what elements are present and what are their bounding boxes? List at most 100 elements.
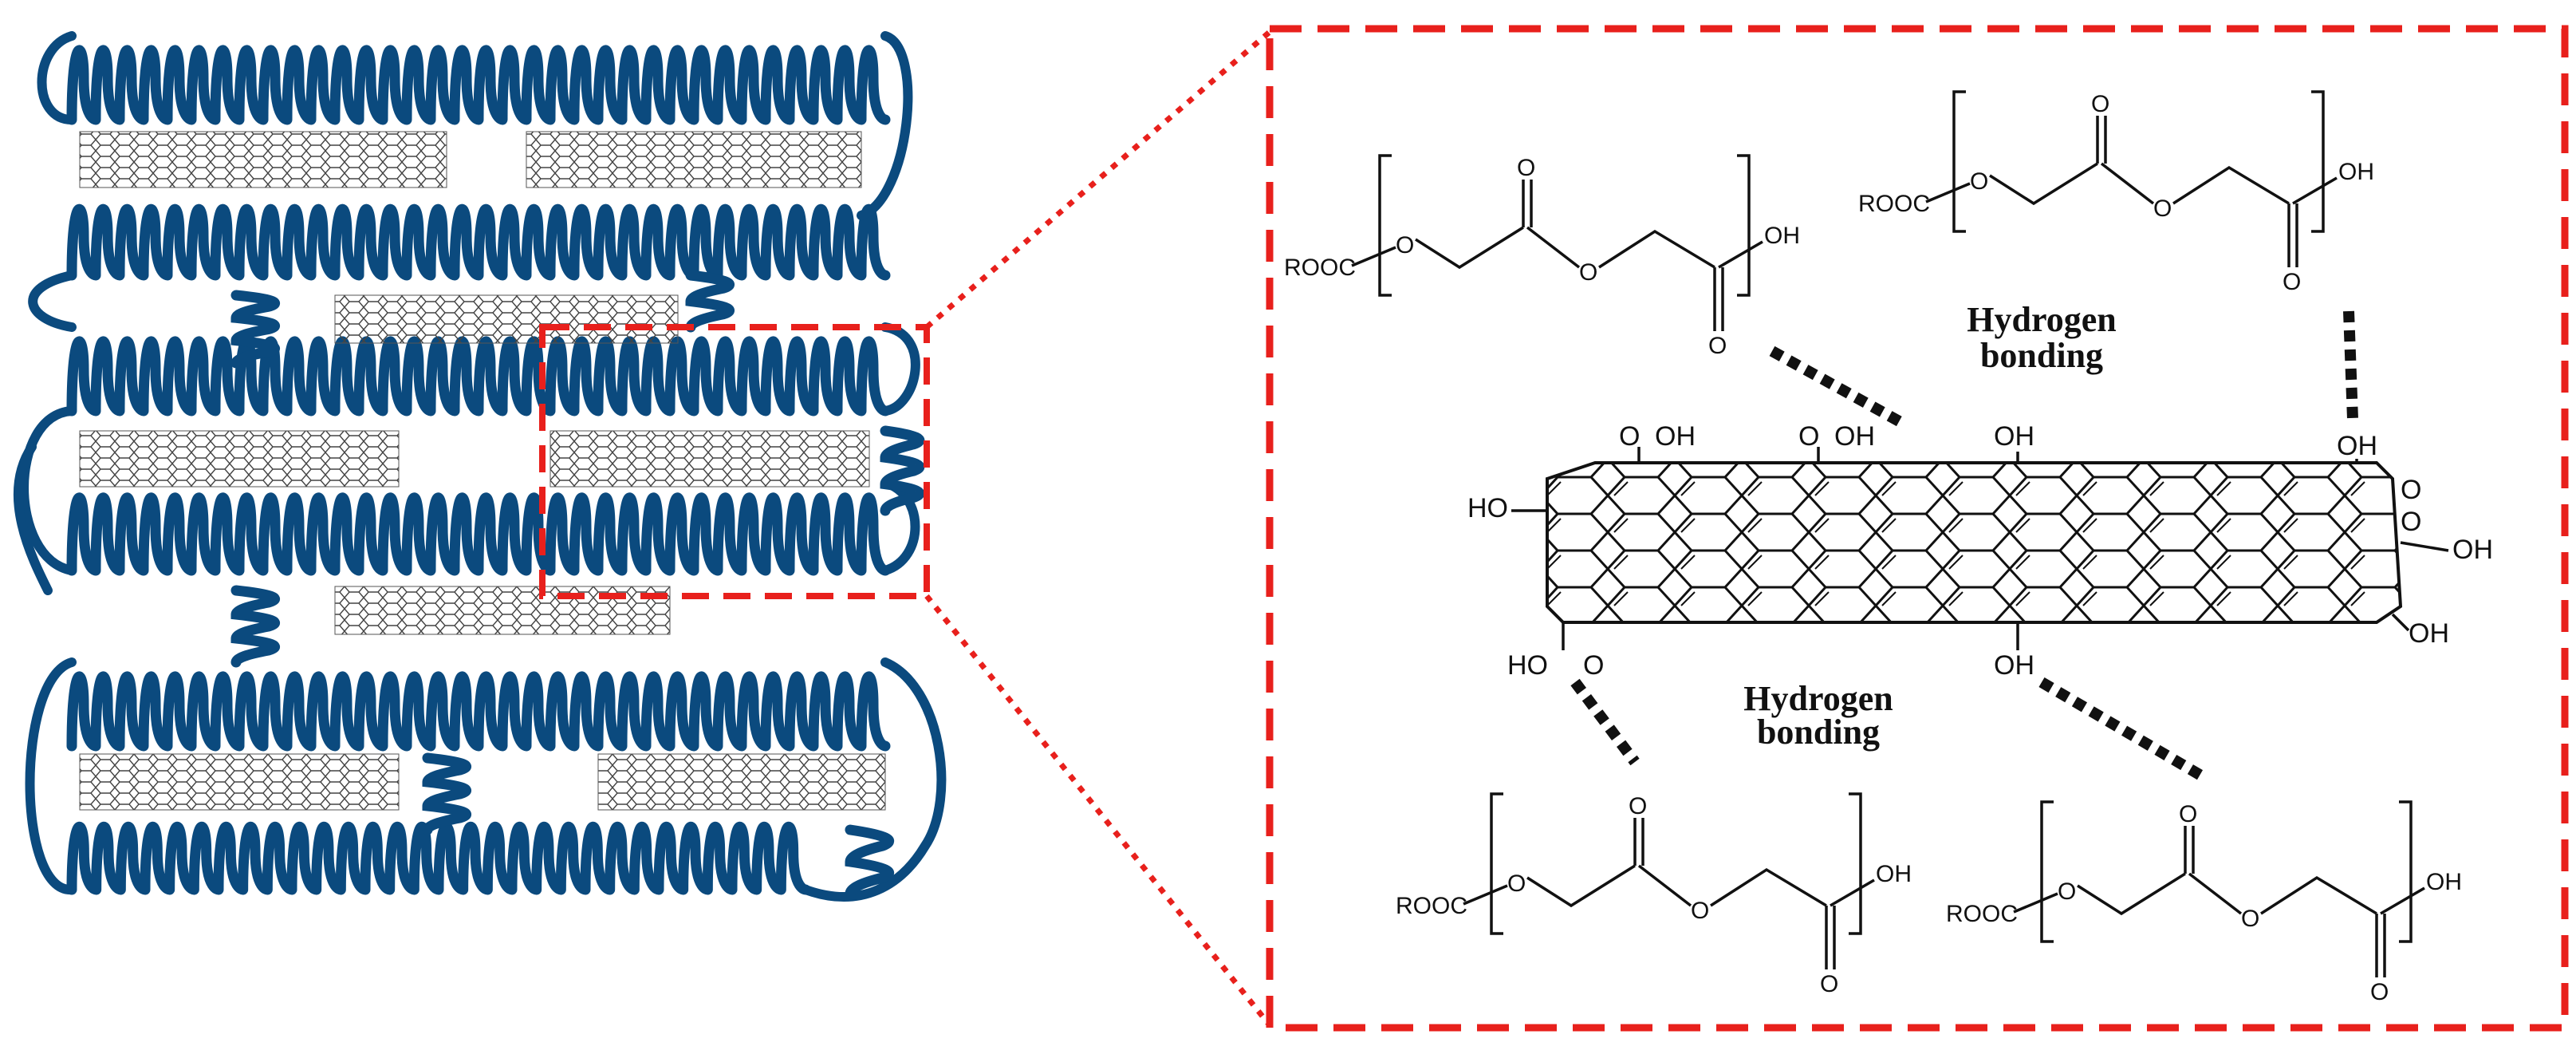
oxygen-label: O xyxy=(1970,168,1988,195)
go-carbonyl-label: O xyxy=(1583,650,1604,681)
polymer-chains xyxy=(13,31,947,902)
bond-line xyxy=(2172,165,2290,205)
polymer-coil-row xyxy=(66,203,891,281)
bond-line xyxy=(1378,154,1392,297)
carbonyl-oxygen-label: O xyxy=(1629,793,1647,819)
graphene-oxide-sheet xyxy=(79,753,400,811)
go-hydroxyl-label: OH xyxy=(2409,618,2449,649)
bond-line xyxy=(1463,884,1508,906)
hydroxyl-label: OH xyxy=(2426,869,2462,895)
bond-line xyxy=(2400,541,2449,552)
graphene-oxide-sheet xyxy=(526,131,862,188)
polymer-loop xyxy=(25,657,77,895)
bond-line xyxy=(1490,792,1503,935)
hydrogen-bond-dash xyxy=(2038,677,2208,784)
hydrogen-bonding-label: bonding xyxy=(1980,336,2103,375)
graphene-oxide-sheet xyxy=(549,430,870,488)
bond-line xyxy=(1718,240,1763,269)
hydrogen-bonding-label: Hydrogen xyxy=(1743,679,1893,718)
ester-oxygen-label: O xyxy=(2241,906,2259,932)
bond-line xyxy=(1526,864,1636,908)
polymer-loop xyxy=(19,406,77,575)
bond-line xyxy=(1952,90,1966,233)
hydrogen-bond-dash xyxy=(1769,345,1905,428)
ester-oxygen-label: O xyxy=(1691,898,1709,924)
bond-line xyxy=(2380,886,2425,915)
polymer-loop xyxy=(880,322,920,416)
hydroxyl-label: OH xyxy=(1764,223,1800,249)
polymer-loop xyxy=(37,31,77,124)
carbonyl-oxygen-label: O xyxy=(1820,971,1838,997)
go-hydroxyl-label: OH xyxy=(1994,421,2034,452)
oxygen-label: O xyxy=(1507,871,1526,897)
ester-oxygen-label: O xyxy=(1579,259,1597,286)
graphene-oxide-sheet xyxy=(334,294,679,344)
bond-line xyxy=(2399,800,2413,943)
bond-line xyxy=(1925,182,1971,203)
bond-line xyxy=(2260,875,2377,915)
polymer-coil-row xyxy=(66,821,811,895)
hydrogen-bonding-label: bonding xyxy=(1757,713,1880,752)
carbonyl-oxygen-label: O xyxy=(2091,91,2109,117)
polymer-coil-row xyxy=(66,492,891,576)
bond-line xyxy=(1637,864,1692,907)
go-carbonyl-label: O xyxy=(2401,475,2421,505)
carbonyl-oxygen-label: O xyxy=(1708,333,1727,359)
go-hydroxyl-label: OH xyxy=(1655,421,1696,452)
bond-line xyxy=(2188,872,2243,915)
go-hydroxyl-label: OH xyxy=(2452,535,2493,565)
graphene-oxide-sheet xyxy=(79,131,447,188)
graphene-oxide-sheet-detail xyxy=(1546,461,2403,624)
bond-line xyxy=(1737,154,1751,297)
go-hydroxyl-label: OH xyxy=(1994,650,2034,681)
carbonyl-oxygen-label: O xyxy=(2370,979,2389,1005)
graphene-oxide-sheet xyxy=(597,753,886,811)
go-carbonyl-label: O xyxy=(2401,507,2421,537)
rooc-label: ROOC xyxy=(1396,893,1467,919)
carbonyl-oxygen-label: O xyxy=(1517,155,1535,181)
hydrogen-bonding-detail: ROOCOOOOOHROOCOOOOOHROOCOOOOOHROOCOOOOOH… xyxy=(1284,90,2493,1005)
carbonyl-oxygen-label: O xyxy=(2179,801,2197,827)
go-hydroxyl-label: HO xyxy=(1507,650,1548,681)
go-carbonyl-label: O xyxy=(1619,421,1640,452)
graphene-oxide-sheet xyxy=(79,430,400,488)
bond-line xyxy=(2013,892,2058,914)
rooc-label: ROOC xyxy=(1284,255,1356,281)
polymer-s-coil xyxy=(230,585,280,668)
hydrogen-bond-dash xyxy=(1570,678,1640,766)
bond-line xyxy=(1710,867,1827,907)
polymer-coil-row xyxy=(66,671,891,752)
hydroxyl-label: OH xyxy=(2338,159,2374,185)
zoom-connector-bottom xyxy=(924,594,1272,1028)
bond-line xyxy=(2311,90,2325,233)
bond-line xyxy=(2040,800,2054,943)
zoom-connector-top xyxy=(924,30,1272,330)
bond-line xyxy=(2100,162,2155,205)
hydrogen-bond-dash xyxy=(2343,310,2358,420)
carbonyl-oxygen-label: O xyxy=(2283,269,2301,295)
polymer-s-coil xyxy=(880,425,925,516)
polymer-s-coil xyxy=(230,290,280,369)
bond-line xyxy=(2292,176,2338,205)
polyglycolide-unit: ROOC O O O O OH xyxy=(1396,792,1912,997)
go-carbonyl-label: O xyxy=(1798,421,1819,452)
bond-line xyxy=(1849,792,1862,935)
bond-line xyxy=(1415,226,1524,270)
polymer-s-coil xyxy=(685,270,735,333)
polymer-coil-row xyxy=(66,45,891,125)
rooc-label: ROOC xyxy=(1946,901,2018,927)
polymer-s-coil xyxy=(422,752,471,835)
polymer-coil-row xyxy=(66,336,891,417)
polymer-s-coil xyxy=(845,824,894,899)
zoom-detail-frame xyxy=(1266,25,2569,1032)
hydroxyl-label: OH xyxy=(1876,861,1912,887)
bond-line xyxy=(2391,613,2410,632)
go-hydroxyl-label: OH xyxy=(2337,431,2377,461)
bond-line xyxy=(1351,246,1396,267)
bond-line xyxy=(1526,226,1581,269)
bond-line xyxy=(1989,162,2098,206)
